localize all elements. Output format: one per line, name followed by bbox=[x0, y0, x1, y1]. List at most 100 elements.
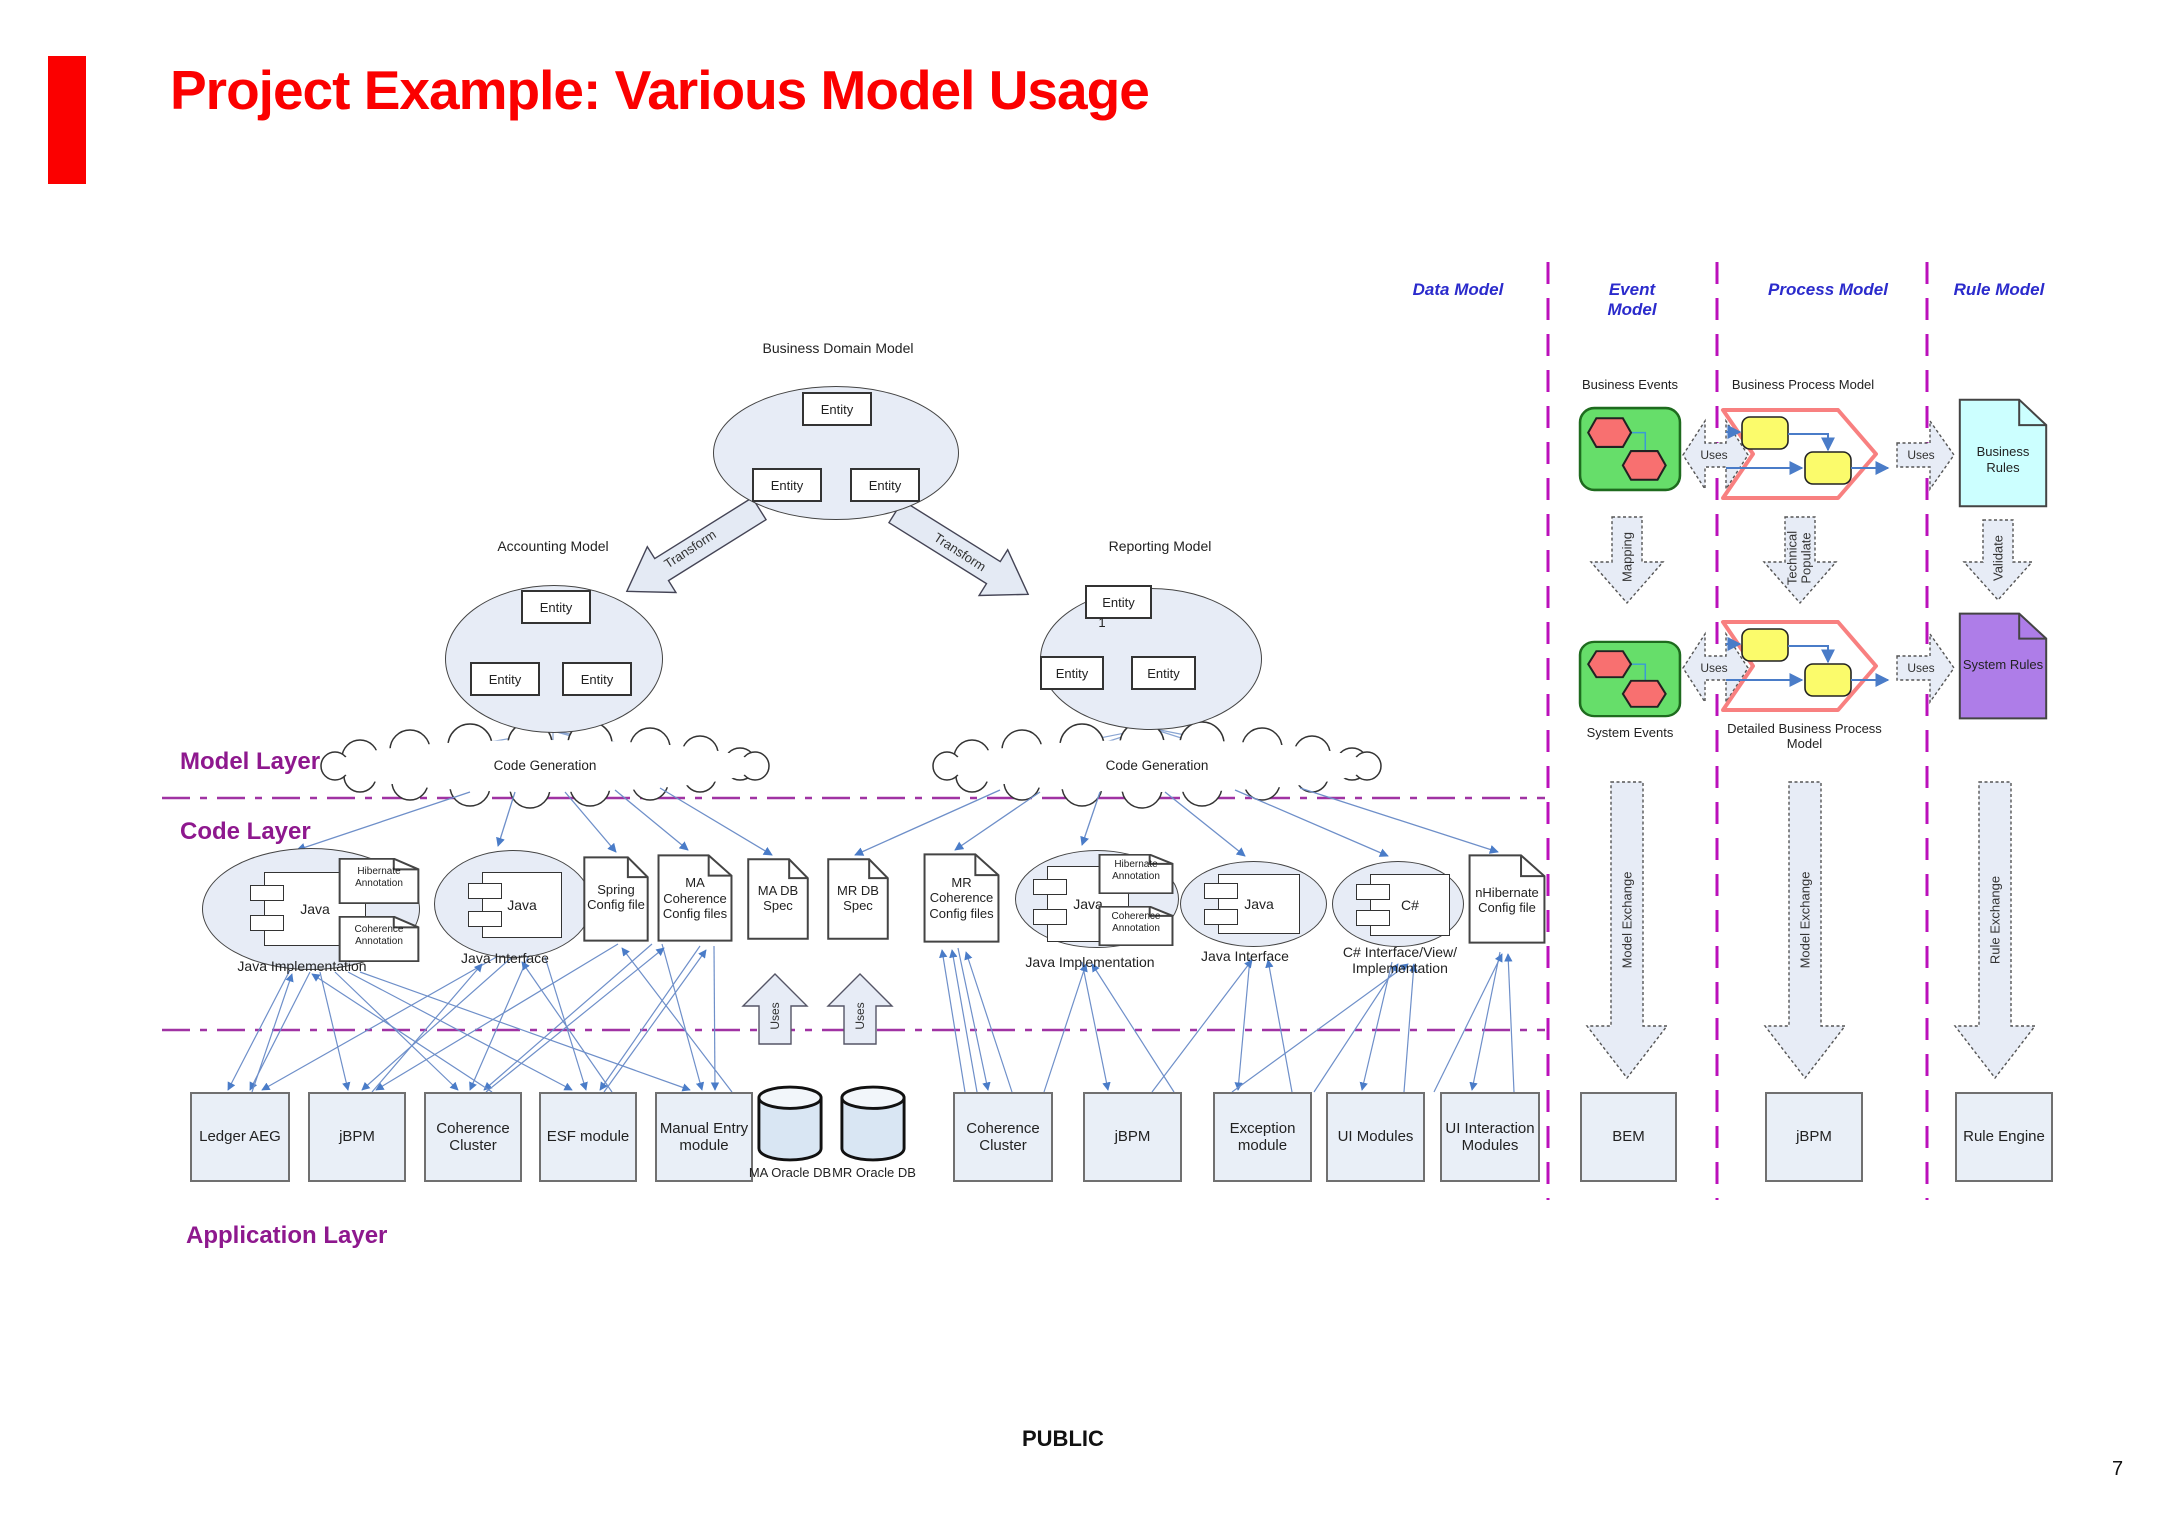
ma-coherence-config-doc: MA Coherence Config files bbox=[657, 854, 733, 942]
mr-oracle-db-label: MR Oracle DB bbox=[832, 1165, 916, 1180]
code-layer-label: Code Layer bbox=[180, 818, 311, 845]
business-events-label: Business Events bbox=[1581, 377, 1679, 392]
technical-populate-label: Technical Populate bbox=[1784, 530, 1814, 586]
hibernate-annotation-note: Hibernate Annotation bbox=[338, 858, 420, 904]
component-label: Java bbox=[300, 901, 330, 917]
uses-up-arrows bbox=[741, 973, 894, 1045]
component-tab-icon bbox=[1356, 884, 1390, 900]
mapping-label: Mapping bbox=[1619, 532, 1635, 582]
model-exchange-arrow-event bbox=[1585, 781, 1669, 1080]
mr-db-spec-doc: MR DB Spec bbox=[827, 858, 889, 940]
page-number: 7 bbox=[2112, 1458, 2124, 1480]
uses-right-arrow-top bbox=[1896, 418, 1955, 492]
entity-box: Entity bbox=[1085, 585, 1152, 619]
accent-bar bbox=[48, 56, 86, 184]
csharp-component-icon: C# bbox=[1356, 874, 1450, 936]
uses-label: Uses bbox=[1700, 448, 1728, 462]
ma-oracle-db-cylinder-icon bbox=[756, 1082, 824, 1164]
model-layer-label: Model Layer bbox=[180, 748, 321, 775]
application-layer-label: Application Layer bbox=[186, 1222, 388, 1249]
code-generation-label-right: Code Generation bbox=[1105, 758, 1209, 773]
app-box-bem: BEM bbox=[1580, 1092, 1677, 1182]
column-header-process-model: Process Model bbox=[1768, 280, 1888, 299]
entity-box: Entity bbox=[1040, 656, 1104, 690]
multiplicity-label: 1 bbox=[1098, 615, 1106, 630]
business-domain-model-label: Business Domain Model bbox=[762, 340, 914, 356]
validate-label: Validate bbox=[1990, 534, 2006, 582]
app-box-ledger-aeg: Ledger AEG bbox=[190, 1092, 290, 1182]
column-header-data-model: Data Model bbox=[1412, 280, 1504, 299]
app-box-ui-modules: UI Modules bbox=[1326, 1092, 1425, 1182]
layer-separator-lines bbox=[162, 796, 1545, 1032]
component-tab-icon bbox=[250, 915, 284, 931]
technical-populate-arrow bbox=[1762, 516, 1838, 605]
column-header-rule-model: Rule Model bbox=[1953, 280, 2045, 299]
java-component-icon: Java bbox=[1204, 874, 1300, 934]
system-events-label: System Events bbox=[1586, 725, 1674, 740]
entity-box: Entity bbox=[752, 468, 822, 502]
detailed-business-process-model-label: Detailed Business Process Model bbox=[1727, 721, 1882, 751]
component-tab-icon bbox=[1033, 879, 1067, 895]
detailed-business-process-chevron bbox=[1721, 620, 1890, 712]
column-separator-lines bbox=[1546, 262, 1929, 1200]
java-interface-label: Java Interface bbox=[461, 950, 549, 966]
rule-exchange-label: Rule Exchange bbox=[1987, 875, 2003, 965]
code-to-application-arrows bbox=[227, 943, 1515, 1093]
component-tab-icon bbox=[468, 883, 502, 899]
component-label: C# bbox=[1401, 897, 1419, 913]
event-hexagon-icon bbox=[1587, 417, 1633, 448]
code-generation-cloud-right bbox=[932, 721, 1382, 809]
business-process-model-label: Business Process Model bbox=[1731, 377, 1875, 392]
app-box-esf-module: ESF module bbox=[539, 1092, 637, 1182]
entity-box: Entity bbox=[802, 392, 872, 426]
component-label: Java bbox=[1073, 896, 1103, 912]
app-box-jbpm: jBPM bbox=[1765, 1092, 1863, 1182]
component-label: Java bbox=[1244, 896, 1274, 912]
reporting-model-label: Reporting Model bbox=[1108, 538, 1212, 554]
uses-double-arrow-bottom bbox=[1682, 631, 1749, 705]
model-exchange-label: Model Exchange bbox=[1619, 871, 1635, 969]
uses-label: Uses bbox=[1907, 661, 1935, 675]
entity-box: Entity bbox=[850, 468, 920, 502]
event-hexagon-icon bbox=[1621, 450, 1667, 481]
validate-arrow bbox=[1962, 519, 2034, 602]
java-implementation-label: Java Implementation bbox=[1025, 954, 1155, 970]
spring-config-file-doc: Spring Config file bbox=[583, 856, 649, 942]
nhibernate-config-doc: nHibernate Config file bbox=[1468, 854, 1546, 944]
ma-oracle-db-label: MA Oracle DB bbox=[748, 1165, 832, 1180]
uses-label: Uses bbox=[768, 1002, 782, 1030]
component-tab-icon bbox=[1033, 909, 1067, 925]
app-box-jbpm: jBPM bbox=[308, 1092, 406, 1182]
mr-coherence-config-doc: MR Coherence Config files bbox=[923, 853, 1000, 943]
app-box-coherence-cluster: Coherence Cluster bbox=[424, 1092, 522, 1182]
java-implementation-label: Java Implementation bbox=[237, 958, 367, 974]
app-box-exception-module: Exception module bbox=[1213, 1092, 1312, 1182]
transform-arrow-right bbox=[887, 499, 1030, 597]
business-events-box bbox=[1578, 406, 1682, 492]
entity-box: Entity bbox=[470, 662, 540, 696]
csharp-interface-label: C# Interface/View/ Implementation bbox=[1342, 944, 1458, 976]
code-generation-label-left: Code Generation bbox=[493, 758, 597, 773]
uses-label: Uses bbox=[1700, 661, 1728, 675]
page-title: Project Example: Various Model Usage bbox=[170, 59, 1150, 121]
rule-exchange-arrow bbox=[1953, 781, 2037, 1080]
event-hexagon-icon bbox=[1587, 650, 1633, 679]
model-exchange-arrow-process bbox=[1763, 781, 1847, 1080]
hibernate-annotation-note: Hibernate Annotation bbox=[1098, 854, 1174, 894]
component-tab-icon bbox=[1356, 910, 1390, 926]
model-exchange-label: Model Exchange bbox=[1797, 871, 1813, 969]
app-box-jbpm: jBPM bbox=[1083, 1092, 1182, 1182]
app-box-rule-engine: Rule Engine bbox=[1955, 1092, 2053, 1182]
uses-label: Uses bbox=[1907, 448, 1935, 462]
app-box-coherence-cluster: Coherence Cluster bbox=[953, 1092, 1053, 1182]
accounting-model-label: Accounting Model bbox=[497, 538, 609, 554]
component-tab-icon bbox=[1204, 883, 1238, 899]
system-rules-doc: System Rules bbox=[1958, 612, 2048, 720]
entity-box: Entity bbox=[521, 590, 591, 624]
app-box-ui-interaction-modules: UI Interaction Modules bbox=[1440, 1092, 1540, 1182]
component-tab-icon bbox=[468, 911, 502, 927]
event-hexagon-icon bbox=[1621, 679, 1667, 708]
entity-box: Entity bbox=[562, 662, 632, 696]
ma-db-spec-doc: MA DB Spec bbox=[747, 858, 809, 940]
